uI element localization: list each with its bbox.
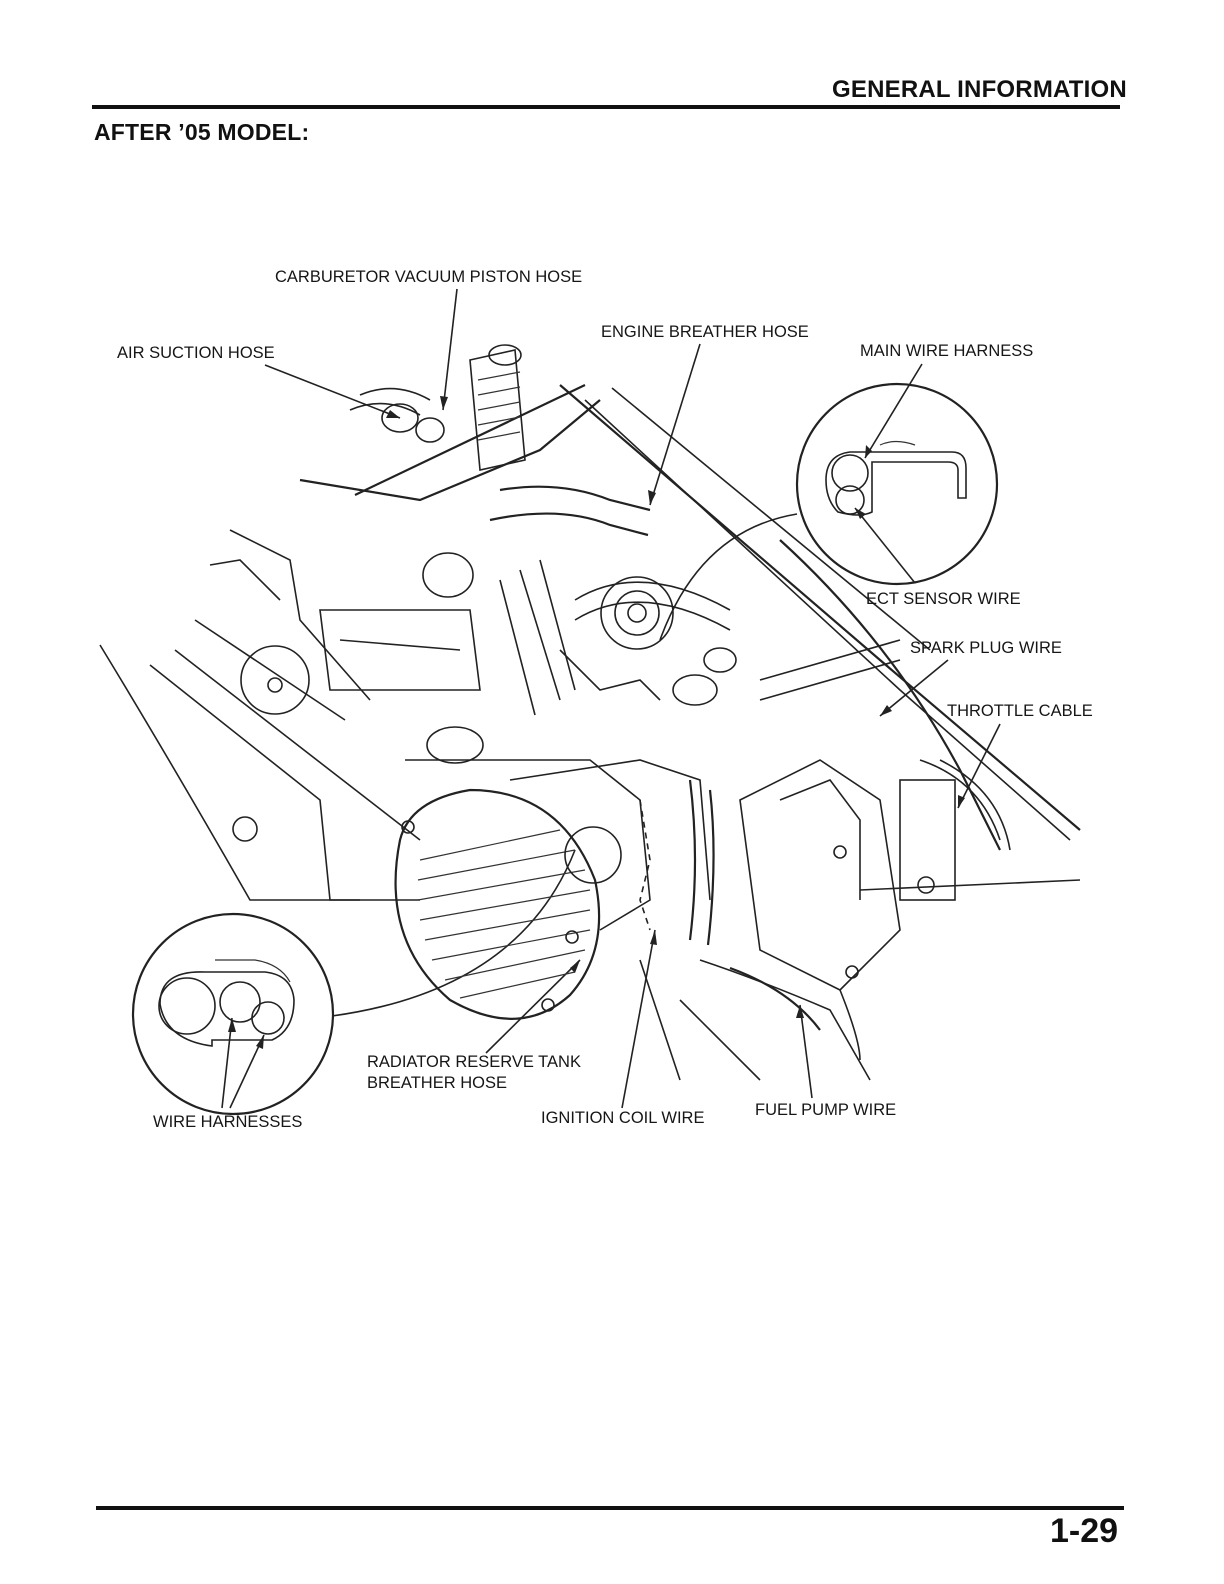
leader-lines [222,289,1000,1108]
label-wire-harnesses: WIRE HARNESSES [153,1113,302,1132]
label-ect-sensor-wire: ECT SENSOR WIRE [866,590,1021,609]
label-main-wire-harness: MAIN WIRE HARNESS [860,342,1033,361]
engine-linework [100,345,1080,1080]
label-engine-breather-hose: ENGINE BREATHER HOSE [601,323,809,342]
label-radiator-breather-hose: BREATHER HOSE [367,1074,507,1093]
label-ignition-coil-wire: IGNITION COIL WIRE [541,1109,704,1128]
footer-rule [96,1506,1124,1510]
label-fuel-pump-wire: FUEL PUMP WIRE [755,1101,896,1120]
label-carburetor-vacuum-piston-hose: CARBURETOR VACUUM PISTON HOSE [275,268,582,287]
label-throttle-cable: THROTTLE CABLE [947,702,1093,721]
page-number: 1-29 [1050,1512,1118,1551]
label-air-suction-hose: AIR SUCTION HOSE [117,344,275,363]
label-spark-plug-wire: SPARK PLUG WIRE [910,639,1062,658]
main-harness-detail [797,384,997,584]
label-radiator-reserve-tank: RADIATOR RESERVE TANK [367,1053,581,1072]
wire-harness-detail [133,914,333,1114]
